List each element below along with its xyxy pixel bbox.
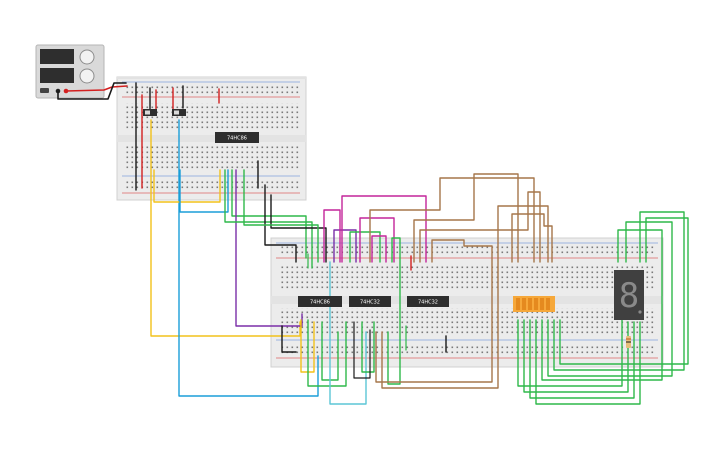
chip-middle[interactable]: 74HC32 bbox=[349, 296, 391, 307]
wires[interactable] bbox=[57, 82, 689, 405]
chip-left[interactable]: 74HC86 bbox=[298, 296, 342, 307]
display-digit: 8 bbox=[619, 276, 639, 316]
power-switch[interactable] bbox=[40, 88, 49, 93]
resistor-array[interactable] bbox=[513, 296, 555, 312]
seven-segment-display[interactable]: 8 bbox=[614, 270, 644, 320]
chip-top[interactable]: 74HC86 bbox=[215, 132, 259, 143]
breadboard-top[interactable] bbox=[116, 76, 307, 201]
chip-top-label: 74HC86 bbox=[227, 136, 247, 142]
wire-supply-positive bbox=[65, 85, 128, 92]
wire-yellow-left bbox=[150, 119, 301, 337]
resistor[interactable] bbox=[626, 336, 631, 348]
decimal-point bbox=[638, 310, 642, 314]
voltage-display bbox=[40, 49, 74, 64]
wire-supply-negative bbox=[57, 82, 127, 100]
chip-right-label: 74HC32 bbox=[418, 300, 438, 306]
chip-left-label: 74HC86 bbox=[310, 300, 330, 306]
chip-right[interactable]: 74HC32 bbox=[407, 296, 449, 307]
switch-a[interactable] bbox=[143, 109, 157, 116]
chip-middle-label: 74HC32 bbox=[360, 300, 380, 306]
current-display bbox=[40, 68, 74, 83]
wire-blue-left bbox=[178, 119, 319, 397]
power-supply[interactable] bbox=[35, 44, 105, 99]
current-knob[interactable] bbox=[79, 68, 95, 84]
voltage-knob[interactable] bbox=[79, 49, 95, 65]
switch-b[interactable] bbox=[172, 109, 186, 116]
